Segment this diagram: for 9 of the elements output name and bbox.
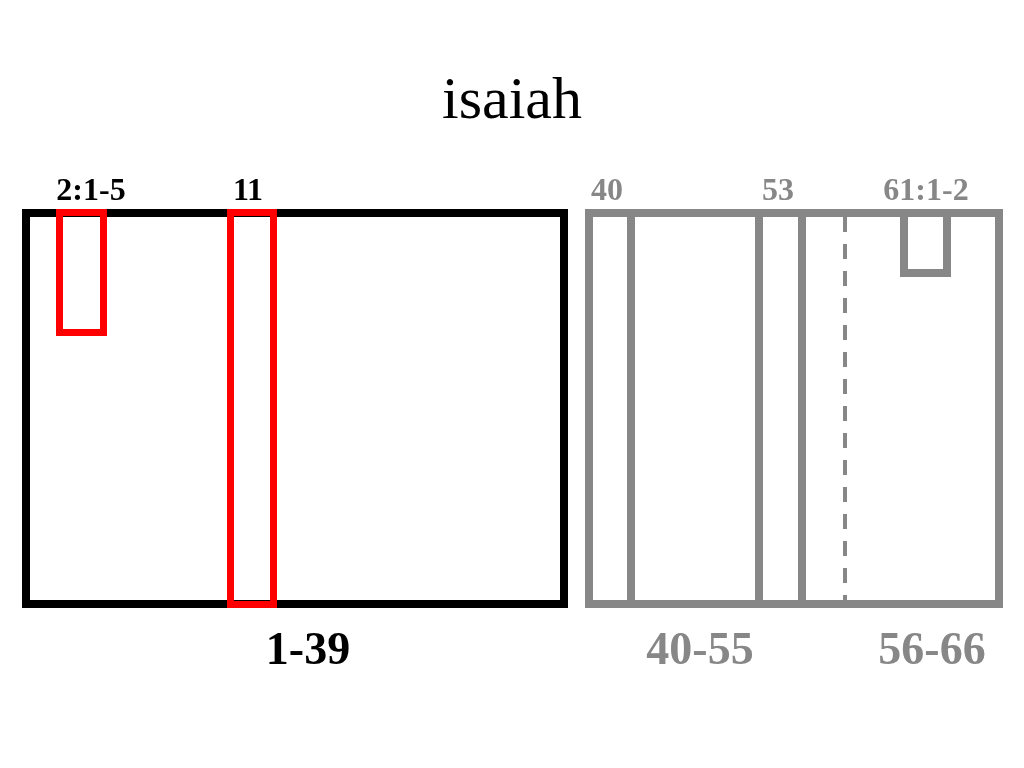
verse-label: 2:1-5 [56, 173, 126, 205]
range-label: 1-39 [265, 626, 351, 672]
chapter-label: 40 [591, 173, 623, 205]
range-label: 40-55 [646, 626, 754, 672]
chapter-label: 53 [762, 173, 794, 205]
range-label: 56-66 [878, 626, 986, 672]
title: isaiah [442, 68, 582, 128]
verse-label: 61:1-2 [883, 173, 969, 205]
chapter-label: 11 [232, 173, 264, 205]
